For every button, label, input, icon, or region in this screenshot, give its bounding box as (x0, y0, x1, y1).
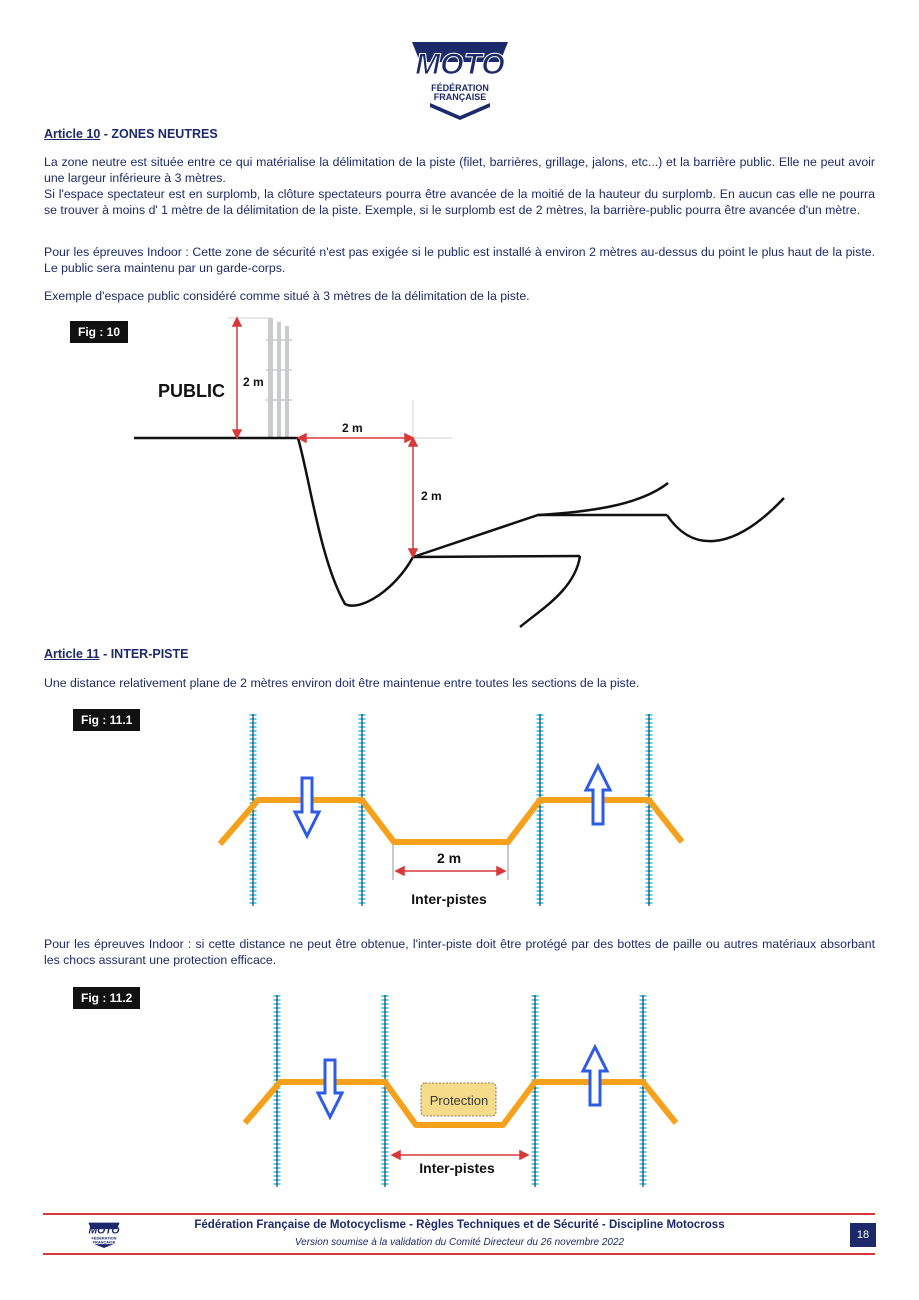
protection-box (420, 1082, 497, 1117)
footer-subtitle: Version soumise à la validation du Comit… (294, 1237, 625, 1248)
footer-bottom-rule (43, 1253, 875, 1255)
footer-logo: MOTO FÉDÉRATION FRANÇAISE (88, 1222, 120, 1248)
article-11-label: Article 11 (44, 647, 100, 661)
footer-title: Fédération Française de Motocyclisme - R… (194, 1219, 725, 1231)
article-10-paragraph-2: Si l'espace spectateur est en surplomb, … (44, 187, 875, 217)
arrow-down-icon (315, 1058, 345, 1121)
article-11-paragraph-1: Une distance relativement plane de 2 mèt… (44, 676, 640, 690)
fence-height-label: 2 m (243, 375, 264, 389)
inter-pistes-label: Inter-pistes (411, 891, 487, 907)
fig-11-1-diagram: 2 m Inter-pistes (217, 714, 685, 907)
page-number: 18 (850, 1223, 876, 1247)
fig-10-diagram: PUBLIC 2 m 2 m 2 m (134, 316, 785, 628)
arrow-down-icon (292, 776, 322, 840)
fig-11-1-tag: Fig : 11.1 (73, 709, 141, 731)
public-label: PUBLIC (158, 381, 225, 401)
article-10-title: - ZONES NEUTRES (100, 127, 218, 141)
track-profile (217, 797, 685, 846)
svg-text:FRANÇAISE: FRANÇAISE (434, 92, 487, 102)
inter-pistes-label: Inter-pistes (419, 1160, 495, 1176)
fence-post (285, 326, 289, 438)
fig-11-2-tag: Fig : 11.2 (73, 987, 141, 1009)
fig-10-tag: Fig : 10 (70, 321, 129, 343)
article-10-heading: Article 10 - ZONES NEUTRES (44, 127, 218, 141)
inter-piste-dimension (390, 1149, 530, 1161)
arrow-up-icon (583, 762, 613, 826)
fig-11-2-diagram: Protection Inter-pistes (242, 995, 679, 1187)
inter-piste-distance-label: 2 m (437, 850, 461, 866)
ffm-logo: MOTO FÉDÉRATION FRANÇAISE (412, 42, 508, 120)
dimension-arrows (231, 316, 419, 559)
article-11-heading: Article 11 - INTER-PISTE (44, 647, 189, 661)
protection-label: Protection (430, 1093, 489, 1108)
inter-piste-dimension (394, 865, 507, 877)
article-10-paragraph-4: Exemple d'espace public considéré comme … (44, 289, 530, 303)
fence-post (277, 322, 281, 438)
article-10-paragraph-1: La zone neutre est située entre ce qui m… (44, 155, 875, 185)
fence-post (268, 318, 273, 438)
svg-text:MOTO: MOTO (89, 1226, 120, 1237)
article-10-label: Article 10 (44, 127, 101, 141)
article-10-paragraph-3: Pour les épreuves Indoor : Cette zone de… (44, 245, 875, 275)
svg-text:FÉDÉRATION: FÉDÉRATION (92, 1236, 117, 1241)
svg-text:FRANÇAISE: FRANÇAISE (93, 1239, 116, 1244)
svg-text:FÉDÉRATION: FÉDÉRATION (431, 83, 489, 93)
svg-text:MOTO: MOTO (415, 48, 504, 81)
track-profile (242, 1079, 679, 1128)
article-11-paragraph-2: Pour les épreuves Indoor : si cette dist… (44, 937, 875, 967)
track-profile (296, 437, 581, 607)
drop-height-label: 2 m (421, 489, 442, 503)
article-11-title: - INTER-PISTE (99, 647, 189, 661)
footer-top-rule (43, 1213, 875, 1215)
track-boundaries (273, 995, 647, 1187)
horizontal-distance-label: 2 m (342, 421, 363, 435)
arrow-up-icon (580, 1043, 610, 1107)
